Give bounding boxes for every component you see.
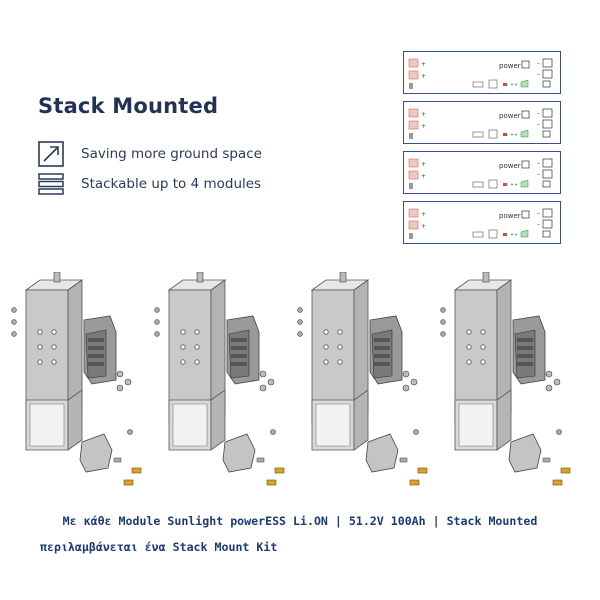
battery-module: + + power – – bbox=[403, 151, 561, 194]
svg-text:–: – bbox=[537, 60, 540, 67]
stacked-layers-icon bbox=[38, 173, 64, 195]
svg-text:power: power bbox=[499, 112, 521, 120]
page-title: Stack Mounted bbox=[38, 94, 219, 118]
svg-text:+: + bbox=[421, 73, 426, 80]
svg-text:power: power bbox=[499, 212, 521, 220]
battery-module: + + power – – bbox=[403, 101, 561, 144]
svg-text:+: + bbox=[421, 111, 426, 118]
caption-line-2: περιλαμβάνεται ένα Stack Mount Kit bbox=[40, 540, 278, 554]
svg-text:–: – bbox=[537, 121, 540, 128]
battery-module-stack: + + power – – + + power – – + + power – – + + power – – bbox=[403, 51, 561, 247]
caption-line-1: Με κάθε Module Sunlight powerESS Li.ON |… bbox=[62, 514, 538, 528]
svg-text:–: – bbox=[537, 160, 540, 167]
svg-text:–: – bbox=[537, 110, 540, 117]
stack-mount-kit bbox=[440, 272, 571, 486]
feature-ground-space: Saving more ground space bbox=[38, 141, 262, 167]
feature-label: Stackable up to 4 modules bbox=[81, 176, 262, 192]
svg-text:+: + bbox=[421, 123, 426, 130]
battery-module: + + power – – bbox=[403, 51, 561, 94]
battery-module: + + power – – bbox=[403, 201, 561, 244]
svg-text:+: + bbox=[421, 173, 426, 180]
svg-text:–: – bbox=[537, 71, 540, 78]
svg-text:power: power bbox=[499, 62, 521, 70]
stack-mount-kits bbox=[11, 272, 571, 486]
svg-text:+: + bbox=[421, 61, 426, 68]
svg-text:+: + bbox=[421, 161, 426, 168]
feature-label: Saving more ground space bbox=[81, 146, 262, 162]
svg-text:+: + bbox=[421, 211, 426, 218]
feature-stackable: Stackable up to 4 modules bbox=[38, 171, 261, 197]
svg-text:+: + bbox=[421, 223, 426, 230]
svg-text:–: – bbox=[537, 210, 540, 217]
svg-text:–: – bbox=[537, 221, 540, 228]
svg-text:–: – bbox=[537, 171, 540, 178]
stack-mount-kit bbox=[11, 272, 142, 486]
diagonal-arrow-icon bbox=[38, 141, 64, 167]
stack-mount-kit bbox=[297, 272, 428, 486]
svg-text:power: power bbox=[499, 162, 521, 170]
stack-mount-kit bbox=[154, 272, 285, 486]
